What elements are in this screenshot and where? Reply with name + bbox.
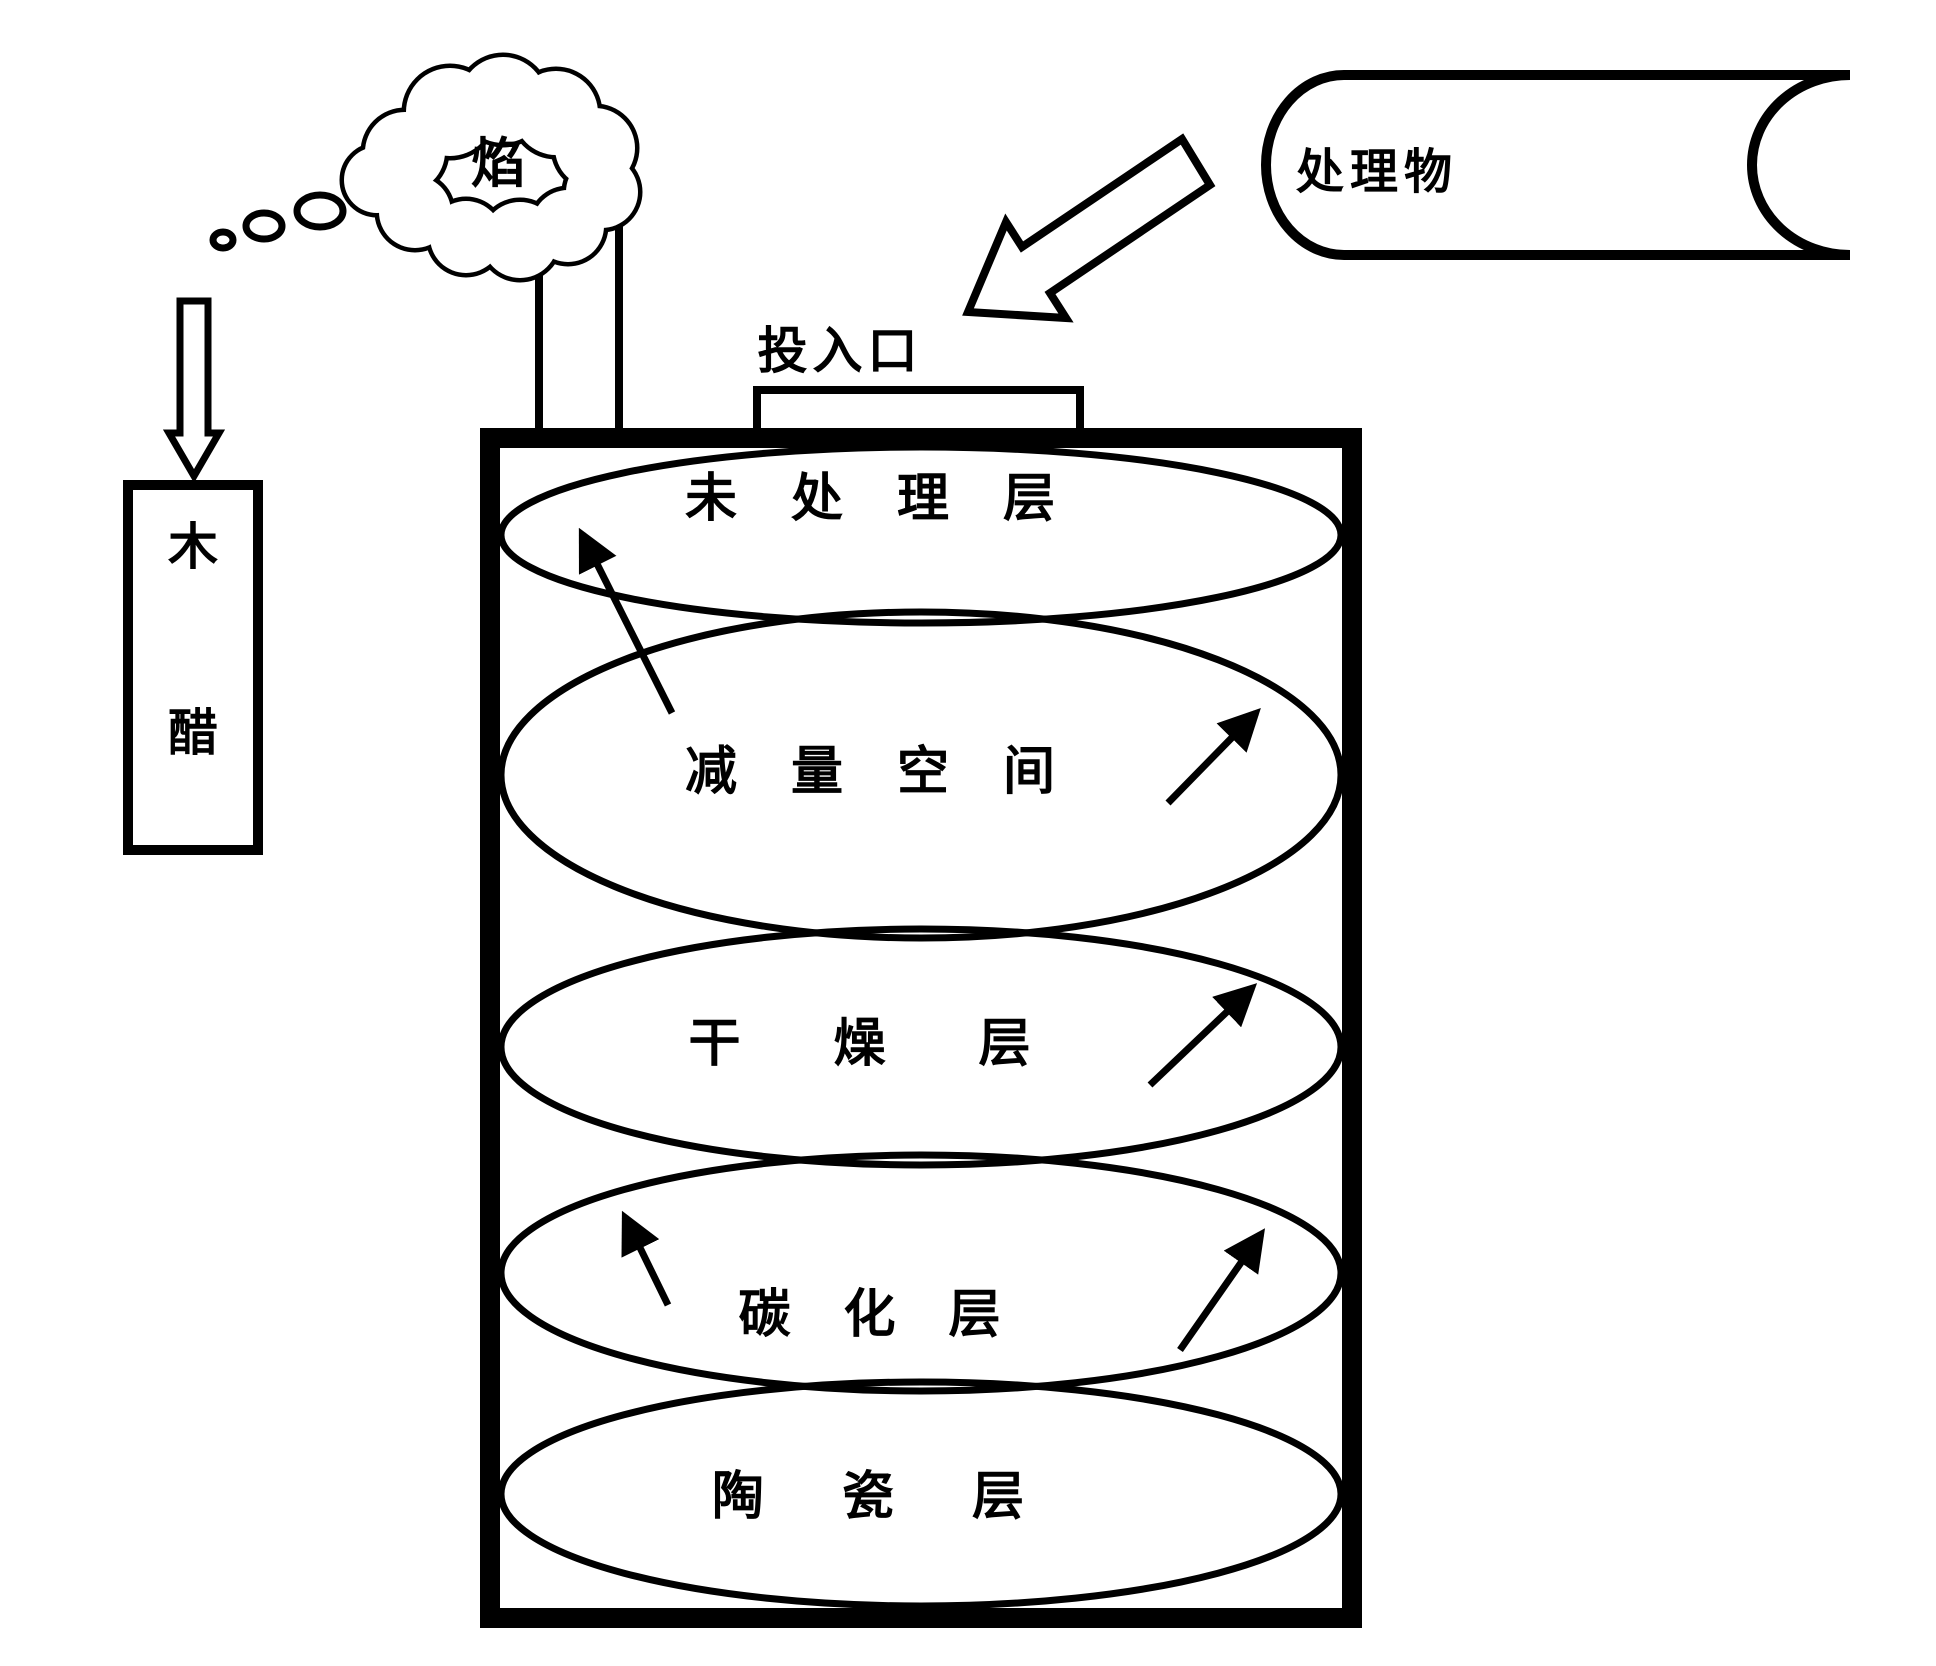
- inlet-label: 投入口: [758, 322, 923, 380]
- wood-vinegar-arrow-icon: [162, 297, 226, 483]
- wood-vinegar-char-top: 木: [168, 518, 218, 576]
- flow-arrow-carbonization-left: [621, 1210, 672, 1307]
- layer-label-ceramic: 陶瓷层: [712, 1467, 1102, 1527]
- flow-arrow-carbonization-right: [1177, 1228, 1266, 1353]
- inlet-hatch: [753, 386, 1084, 436]
- flow-arrow-drying-right: [1147, 983, 1258, 1088]
- layer-ellipse-carbonization: [497, 1151, 1345, 1395]
- feed-material-cylinder: 处理物: [1261, 70, 1851, 260]
- wood-vinegar-box: 木 醋: [123, 480, 263, 855]
- layer-ellipse-untreated: [497, 443, 1345, 627]
- flow-arrow-reduction-to-untreated: [578, 527, 676, 715]
- layer-ellipse-ceramic: [497, 1378, 1345, 1610]
- flow-arrow-reduction-right: [1165, 707, 1261, 806]
- feed-arrow-icon: [962, 133, 1216, 323]
- flame-cloud-icon: 焰: [339, 52, 643, 283]
- wood-vinegar-char-bottom: 醋: [168, 704, 218, 762]
- layer-label-carbonization: 碳化层: [738, 1285, 1053, 1345]
- smoke-puffs-icon: [209, 191, 347, 252]
- layer-ellipse-drying: [497, 925, 1345, 1169]
- layer-label-drying: 干燥层: [688, 1014, 1123, 1074]
- layer-label-reduction: 减量空间: [685, 742, 1109, 802]
- layer-label-untreated: 未处理层: [685, 469, 1109, 529]
- layer-ellipse-reduction: [497, 608, 1345, 942]
- material-label: 处理物: [1296, 144, 1458, 200]
- flame-label: 焰: [471, 132, 525, 195]
